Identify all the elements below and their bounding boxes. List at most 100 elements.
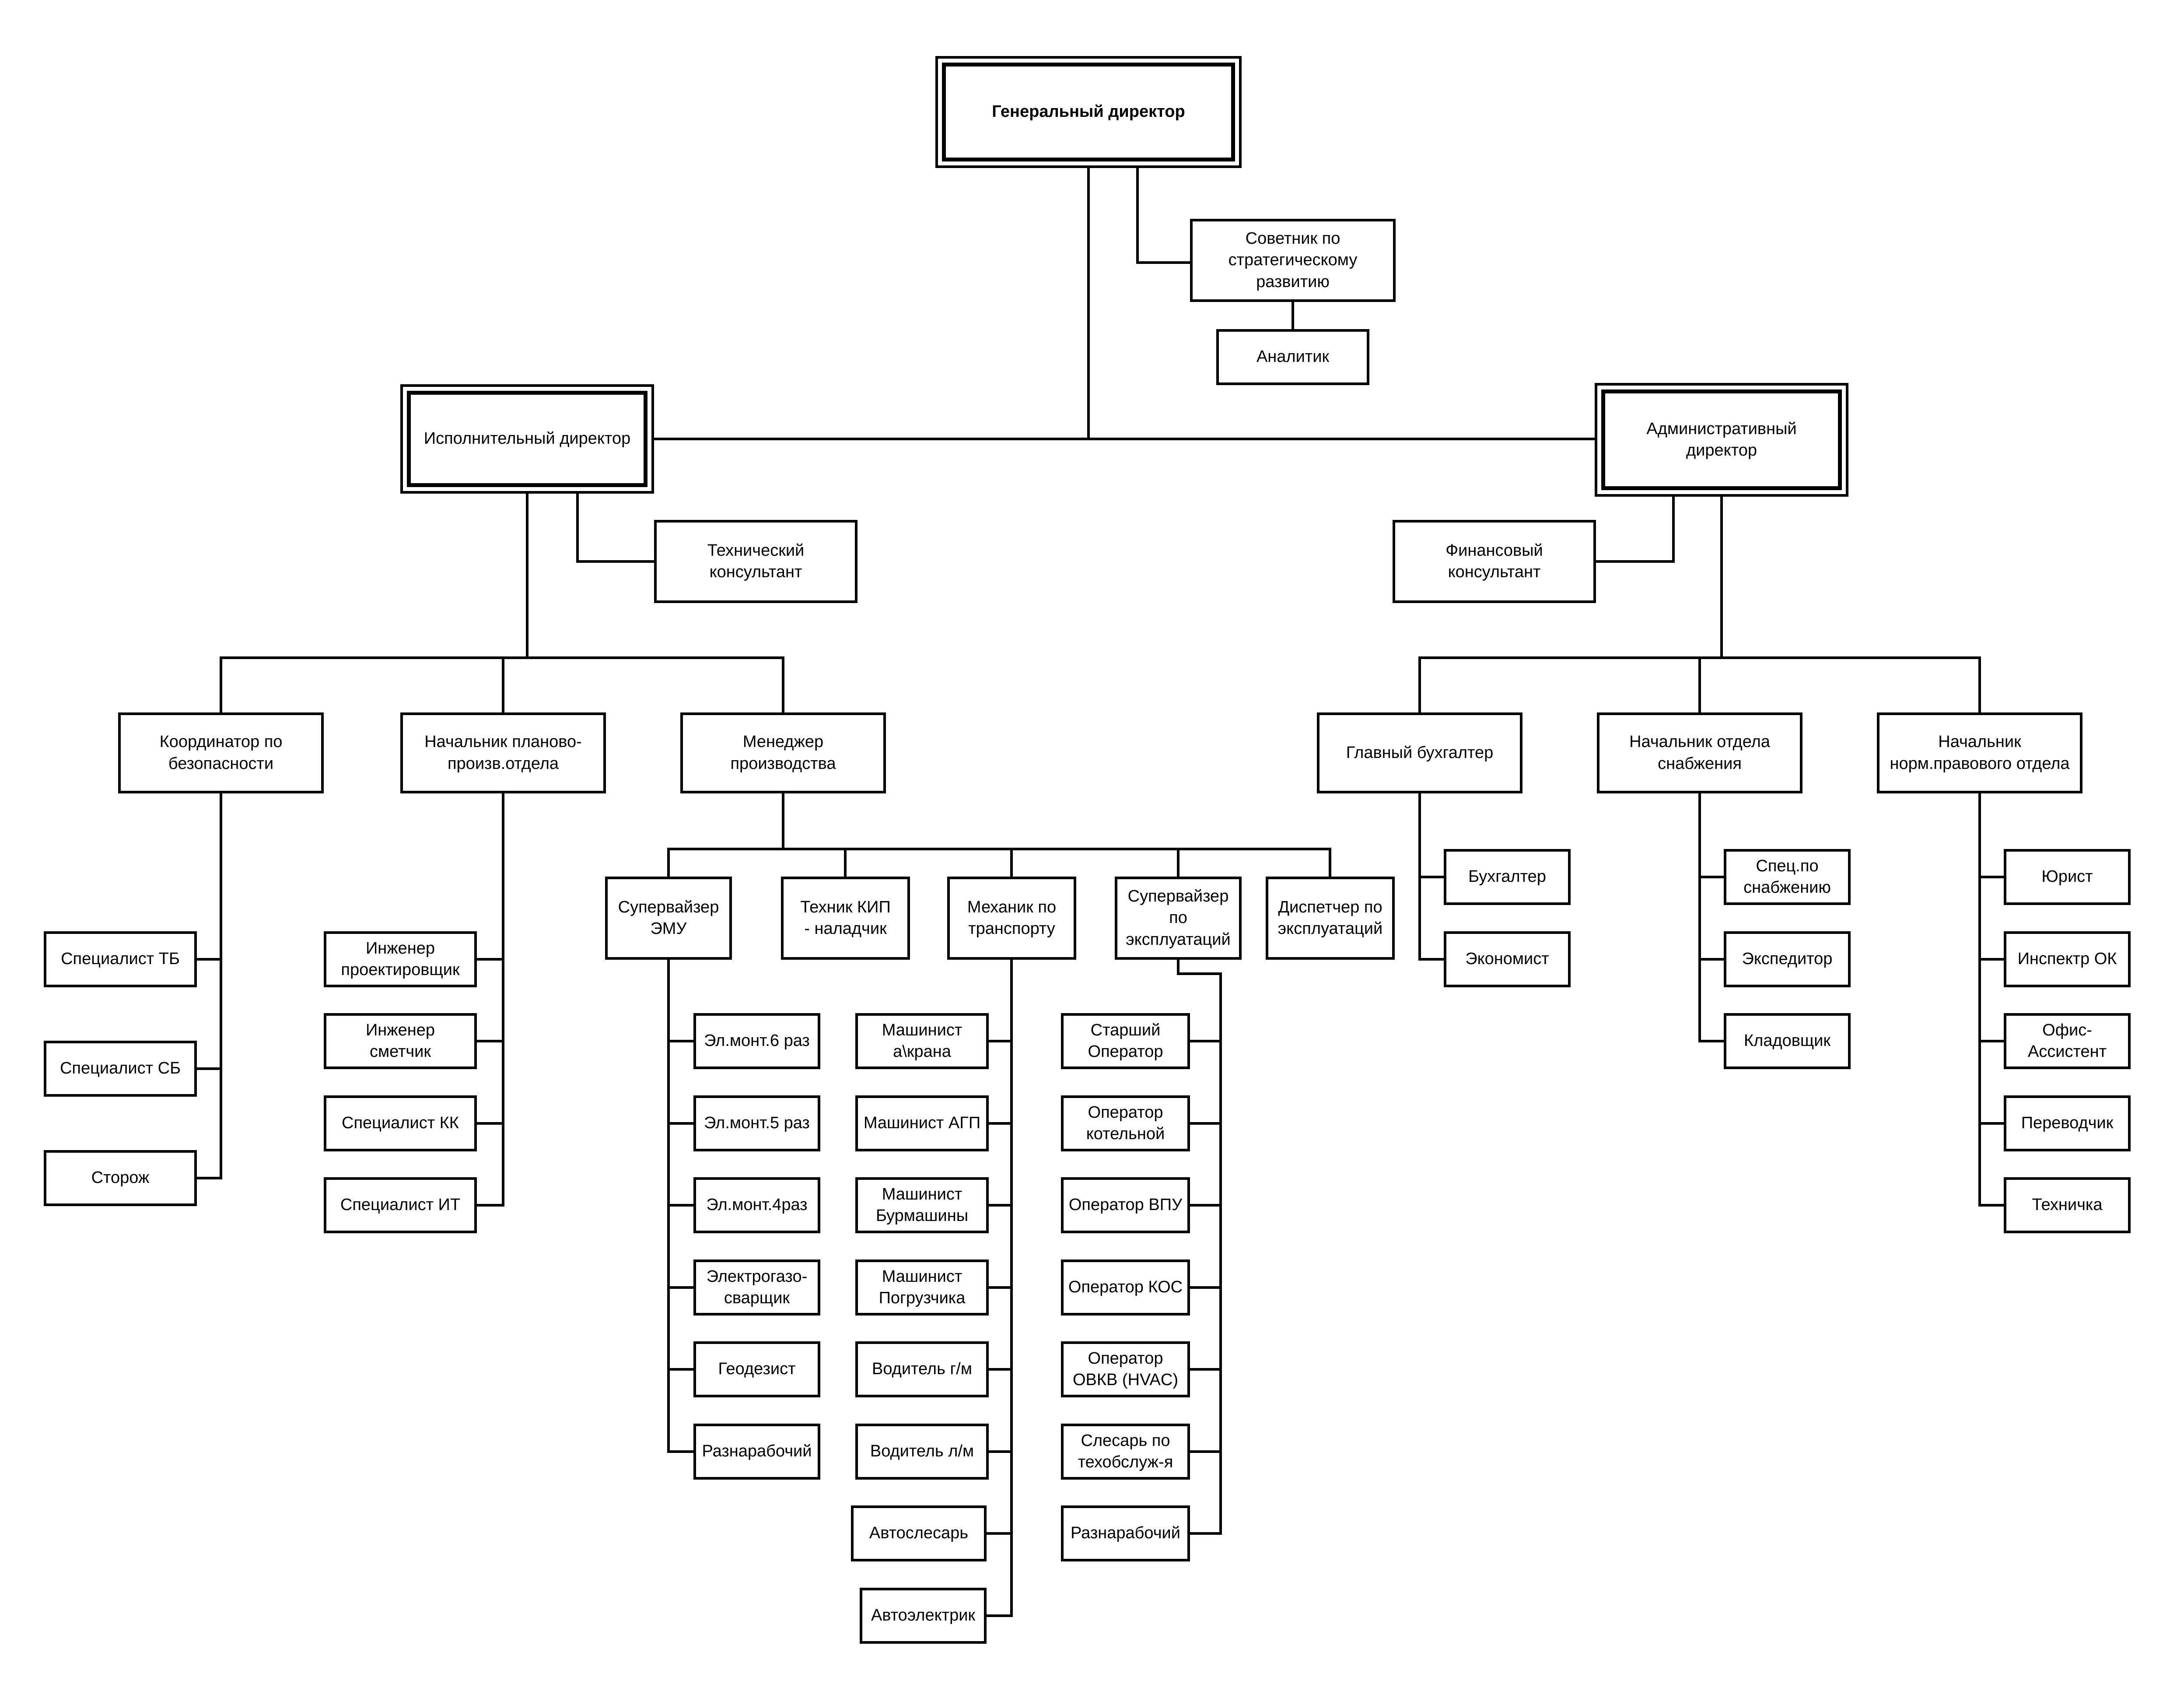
node-legal-head: Начальник норм.правового отдела (1877, 712, 2082, 793)
node-label: Водитель г/м (872, 1360, 972, 1379)
node-label: Эл.монт.4раз (706, 1196, 808, 1214)
node-label: Административный директор (1646, 419, 1797, 460)
node-ops-dispatcher: Диспетчер по эксплуатаций (1266, 877, 1395, 960)
node-label: Автослесарь (869, 1524, 969, 1543)
node-vpu-operator: Оператор ВПУ (1061, 1177, 1190, 1233)
node-label: Геодезист (718, 1360, 796, 1379)
node-auto-mechanic: Автослесарь (851, 1505, 987, 1561)
node-kip-technician: Техник КИП - наладчик (781, 877, 910, 960)
node-label: Специалист СБ (60, 1059, 181, 1078)
node-label: Машинист АГП (863, 1114, 981, 1133)
node-label: Юрист (2041, 867, 2093, 886)
node-driver-lm: Водитель л/м (855, 1424, 989, 1480)
node-strategy-advisor: Советник по стратегическому развитию (1190, 219, 1396, 302)
node-label: Техничка (2032, 1196, 2103, 1214)
node-label: Советник по стратегическому развитию (1228, 229, 1358, 291)
node-label: Начальник планово- произв.отдела (424, 733, 582, 773)
node-label: Специалист ТБ (61, 950, 180, 968)
node-maintenance-fitter: Слесарь по техобслуж-я (1061, 1424, 1190, 1480)
node-boiler-operator: Оператор котельной (1061, 1095, 1190, 1151)
node-supply-specialist: Спец.по снабжению (1724, 849, 1851, 905)
node-sb-specialist: Специалист СБ (44, 1041, 197, 1097)
node-label: Оператор ВПУ (1068, 1196, 1183, 1214)
node-label: Инженер сметчик (365, 1021, 435, 1061)
node-label: Диспетчер по эксплуатаций (1278, 898, 1383, 938)
node-label: Электрогазо- сварщик (706, 1267, 808, 1307)
node-storekeeper: Кладовщик (1724, 1013, 1851, 1069)
node-supply-head: Начальник отдела снабжения (1597, 712, 1802, 793)
node-admin-director: Административный директор (1595, 383, 1848, 497)
node-kos-operator: Оператор КОС (1061, 1259, 1190, 1316)
node-safety-specialist: Специалист ТБ (44, 931, 197, 987)
node-label: Оператор котельной (1086, 1103, 1165, 1143)
node-economist: Экономист (1444, 931, 1571, 987)
node-label: Разнарабочий (1071, 1524, 1180, 1543)
node-translator: Переводчик (2004, 1095, 2131, 1151)
node-cleaner: Техничка (2004, 1177, 2131, 1233)
node-label: Старший Оператор (1088, 1021, 1163, 1061)
node-forwarder: Экспедитор (1724, 931, 1851, 987)
node-label: Координатор по безопасности (159, 733, 283, 773)
node-emu-supervisor: Супервайзер ЭМУ (605, 877, 732, 960)
node-label: Начальник отдела снабжения (1629, 733, 1770, 773)
node-watchman: Сторож (44, 1150, 197, 1206)
node-exec-director: Исполнительный директор (400, 384, 654, 494)
node-driver-gm: Водитель г/м (855, 1341, 989, 1397)
node-label: Эл.монт.6 раз (704, 1031, 810, 1050)
node-label: Специалист ИТ (340, 1196, 461, 1214)
node-analyst: Аналитик (1216, 329, 1369, 385)
node-laborer-emu: Разнарабочий (693, 1424, 820, 1480)
node-tech-consultant: Технический консультант (654, 520, 858, 603)
node-ops-supervisor: Супервайзер по эксплуатаций (1115, 877, 1242, 960)
node-label: Технический консультант (707, 541, 805, 581)
node-planning-head: Начальник планово- произв.отдела (400, 712, 606, 793)
node-label: Экономист (1465, 950, 1549, 968)
node-drill-operator: Машинист Бурмашины (855, 1177, 989, 1233)
node-laborer-ops: Разнарабочий (1061, 1505, 1190, 1561)
node-label: Финансовый консультант (1446, 541, 1543, 581)
node-label: Исполнительный директор (424, 429, 631, 448)
node-electro-gas-welder: Электрогазо- сварщик (693, 1259, 820, 1316)
node-transport-mechanic: Механик по транспорту (947, 877, 1076, 960)
node-auto-electrician: Автоэлектрик (860, 1588, 987, 1644)
node-label: Специалист КК (342, 1114, 459, 1133)
node-label: Слесарь по техобслуж-я (1078, 1431, 1173, 1471)
node-estimator-engineer: Инженер сметчик (324, 1013, 477, 1069)
node-label: Автоэлектрик (871, 1606, 976, 1625)
node-lawyer: Юрист (2004, 849, 2131, 905)
node-label: Офис- Ассистент (2027, 1021, 2107, 1061)
node-qc-specialist: Специалист КК (324, 1095, 477, 1151)
node-production-manager: Менеджер производства (680, 712, 886, 793)
node-label: Оператор КОС (1068, 1278, 1183, 1297)
node-label: Эл.монт.5 раз (704, 1114, 810, 1133)
node-label: Менеджер производства (730, 733, 836, 773)
node-label: Бухгалтер (1468, 867, 1546, 886)
node-label: Машинист Погрузчика (878, 1267, 966, 1307)
node-label: Техник КИП - наладчик (800, 898, 891, 938)
node-label: Инженер проектировщик (341, 939, 460, 979)
node-label: Аналитик (1256, 347, 1330, 366)
node-label: Водитель л/м (870, 1442, 974, 1461)
node-electrician-4: Эл.монт.4раз (693, 1177, 820, 1233)
node-hr-inspector: Инспектр ОК (2004, 931, 2131, 987)
node-label: Сторож (91, 1168, 150, 1187)
node-senior-operator: Старший Оператор (1061, 1013, 1190, 1069)
node-label: Главный бухгалтер (1346, 743, 1494, 762)
node-label: Кладовщик (1743, 1031, 1831, 1050)
node-agp-operator: Машинист АГП (855, 1095, 989, 1151)
node-label: Разнарабочий (702, 1442, 812, 1461)
node-accountant: Бухгалтер (1444, 849, 1571, 905)
node-label: Супервайзер по эксплуатаций (1126, 887, 1231, 949)
node-electrician-6: Эл.монт.6 раз (693, 1013, 820, 1069)
node-label: Экспедитор (1742, 950, 1833, 968)
node-crane-operator: Машинист а\крана (855, 1013, 989, 1069)
node-label: Генеральный директор (992, 102, 1185, 121)
node-hvac-operator: Оператор ОВКВ (HVAC) (1061, 1341, 1190, 1397)
node-gen-director: Генеральный директор (935, 56, 1242, 168)
node-label: Супервайзер ЭМУ (618, 898, 719, 938)
node-label: Переводчик (2021, 1114, 2114, 1133)
node-label: Инспектр ОК (2017, 950, 2117, 968)
node-it-specialist: Специалист ИТ (324, 1177, 477, 1233)
node-label: Спец.по снабжению (1743, 856, 1831, 897)
